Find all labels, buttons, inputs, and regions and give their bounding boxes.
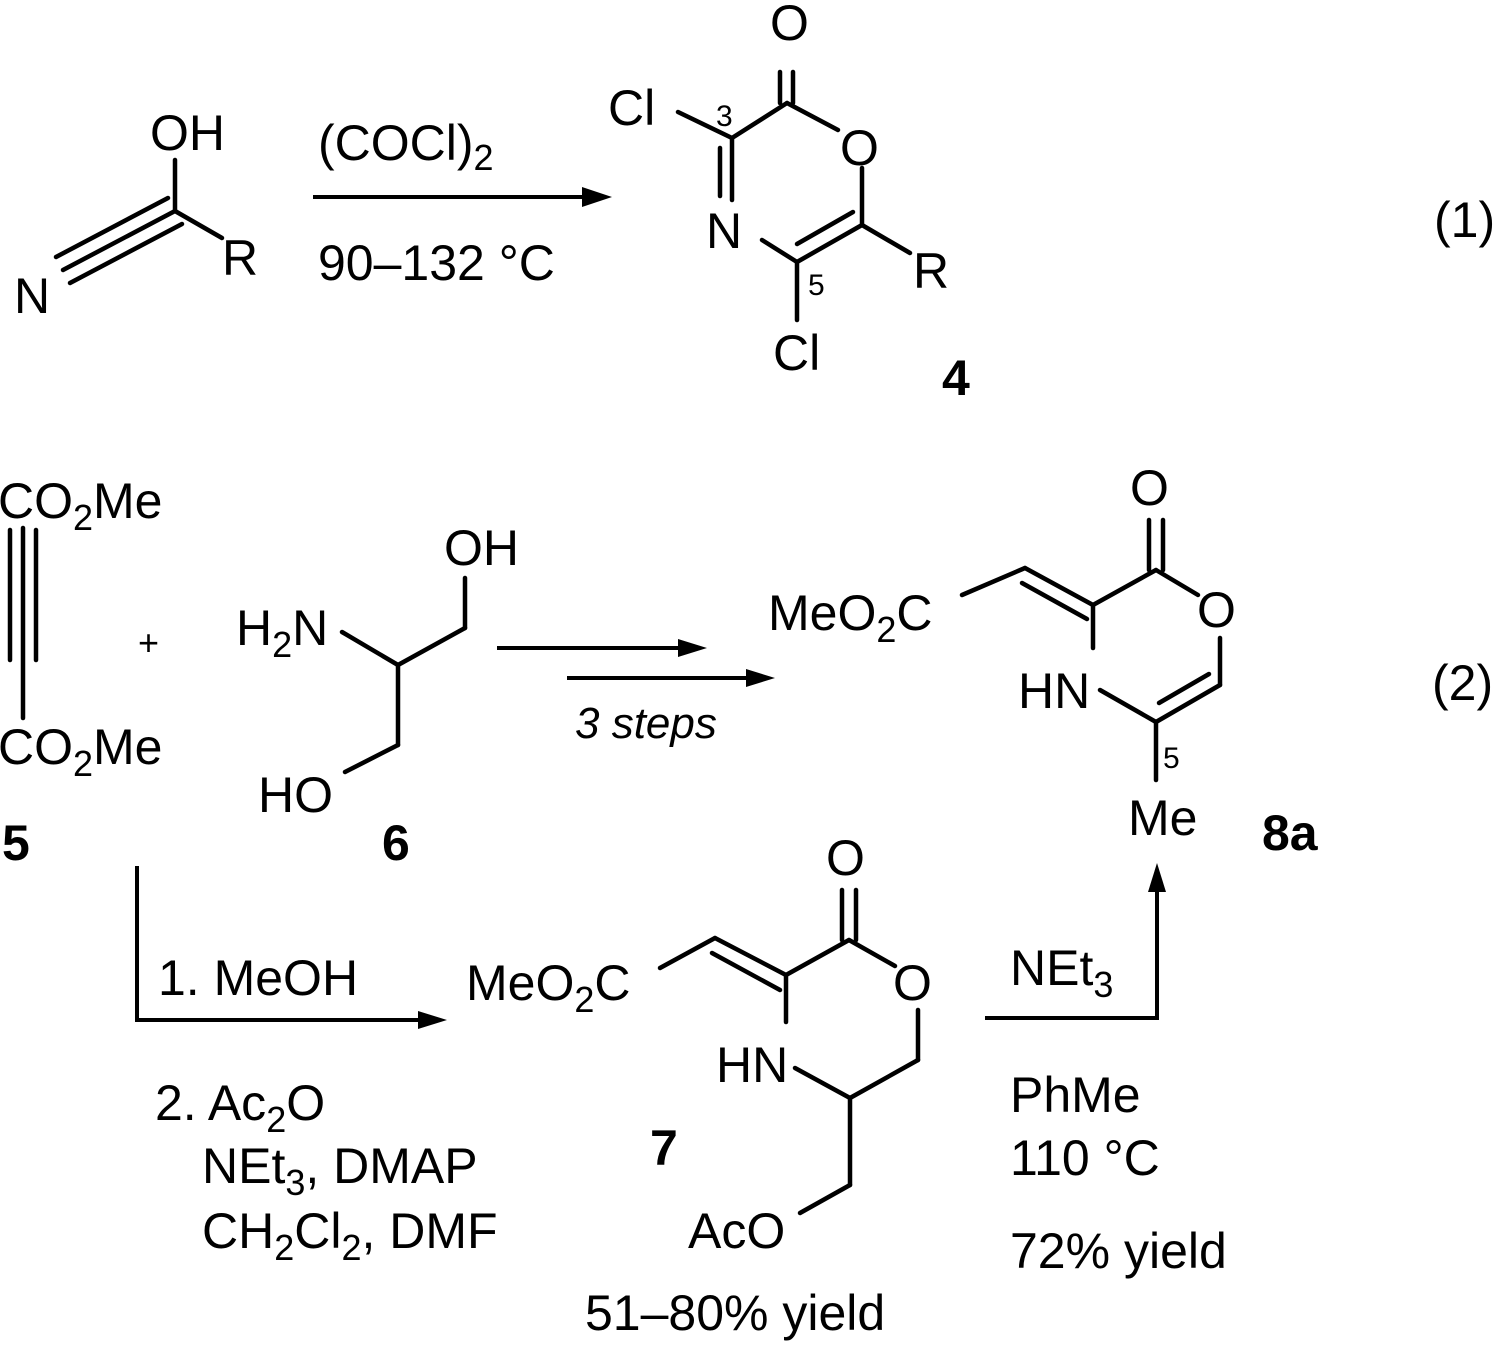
- atom-carbonyl-o: O: [1130, 460, 1169, 516]
- compound-label-6: 6: [382, 815, 410, 871]
- atom-meo2c: MeO2C: [768, 585, 933, 650]
- atom-me: Me: [1128, 790, 1197, 846]
- atom-ring-n: N: [706, 203, 742, 259]
- atom-r: R: [913, 243, 949, 299]
- atom-ring-o: O: [840, 120, 879, 176]
- compound-label-7: 7: [650, 1120, 678, 1176]
- step-1-methanol: 1. MeOH: [158, 950, 358, 1006]
- step-3-temperature: 110 °C: [1010, 1130, 1160, 1186]
- serinol-6-structure: OH H2N HO: [236, 520, 519, 823]
- arrow-to-7: [135, 866, 447, 1029]
- oxazinone-8a-structure: O O MeO2C HN 5 Me: [768, 460, 1236, 846]
- yield-8a: 72% yield: [1010, 1223, 1227, 1279]
- step-3-solvent: PhMe: [1010, 1067, 1141, 1123]
- atom-cl-3: Cl: [608, 80, 655, 136]
- reaction-arrow-1: [313, 187, 612, 207]
- morpholinone-7-structure: O O MeO2C HN AcO: [466, 830, 932, 1259]
- atom-co2me-top: CO2Me: [0, 473, 163, 538]
- equation-number-1: (1): [1434, 192, 1495, 248]
- atom-oh: OH: [150, 105, 225, 161]
- equation-2: CO2Me CO2Me 5 + OH H2N HO 6: [0, 460, 1493, 1341]
- position-5-label: 5: [808, 269, 825, 302]
- three-steps-note: 3 steps: [575, 699, 717, 748]
- yield-7: 51–80% yield: [585, 1285, 885, 1341]
- atom-hn: HN: [716, 1037, 788, 1093]
- cyanohydrin-structure: OH R N: [14, 105, 258, 324]
- atom-hn: HN: [1018, 663, 1090, 719]
- equation-number-2: (2): [1432, 655, 1493, 711]
- dmad-5-structure: CO2Me CO2Me: [0, 473, 163, 784]
- atom-n: N: [14, 268, 50, 324]
- atom-carbonyl-o: O: [770, 0, 809, 51]
- step-3-reagent: NEt3: [1010, 940, 1113, 1005]
- compound-label-4: 4: [942, 350, 970, 406]
- atom-meo2c: MeO2C: [466, 955, 631, 1020]
- reagent-oxalyl-chloride: (COCl)2: [318, 115, 494, 178]
- atom-h2n: H2N: [236, 600, 328, 665]
- equation-1: OH R N (COCl)2 90–132 °C: [14, 0, 1495, 406]
- step-2-line-3: CH2Cl2, DMF: [202, 1203, 498, 1268]
- step-2-line-1: 2. Ac2O: [155, 1075, 325, 1140]
- position-5-label: 5: [1163, 742, 1180, 775]
- compound-label-5: 5: [2, 815, 30, 871]
- atom-co2me-bottom: CO2Me: [0, 719, 163, 784]
- plus-sign: +: [138, 622, 159, 663]
- atom-r: R: [222, 230, 258, 286]
- arrow-to-8a: [985, 863, 1166, 1020]
- oxazinone-4-structure: O O Cl 3 N 5 R Cl: [608, 0, 949, 381]
- compound-label-8a: 8a: [1262, 805, 1319, 861]
- step-2-line-2: NEt3, DMAP: [202, 1138, 478, 1203]
- atom-ring-o: O: [1197, 582, 1236, 638]
- multistep-arrow: [497, 639, 775, 687]
- atom-carbonyl-o: O: [826, 830, 865, 886]
- position-3-label: 3: [716, 100, 733, 133]
- temperature-range: 90–132 °C: [318, 235, 555, 291]
- atom-ho: HO: [258, 767, 333, 823]
- atom-cl-5: Cl: [773, 325, 820, 381]
- atom-aco: AcO: [688, 1203, 785, 1259]
- atom-ring-o: O: [893, 955, 932, 1011]
- atom-oh: OH: [444, 520, 519, 576]
